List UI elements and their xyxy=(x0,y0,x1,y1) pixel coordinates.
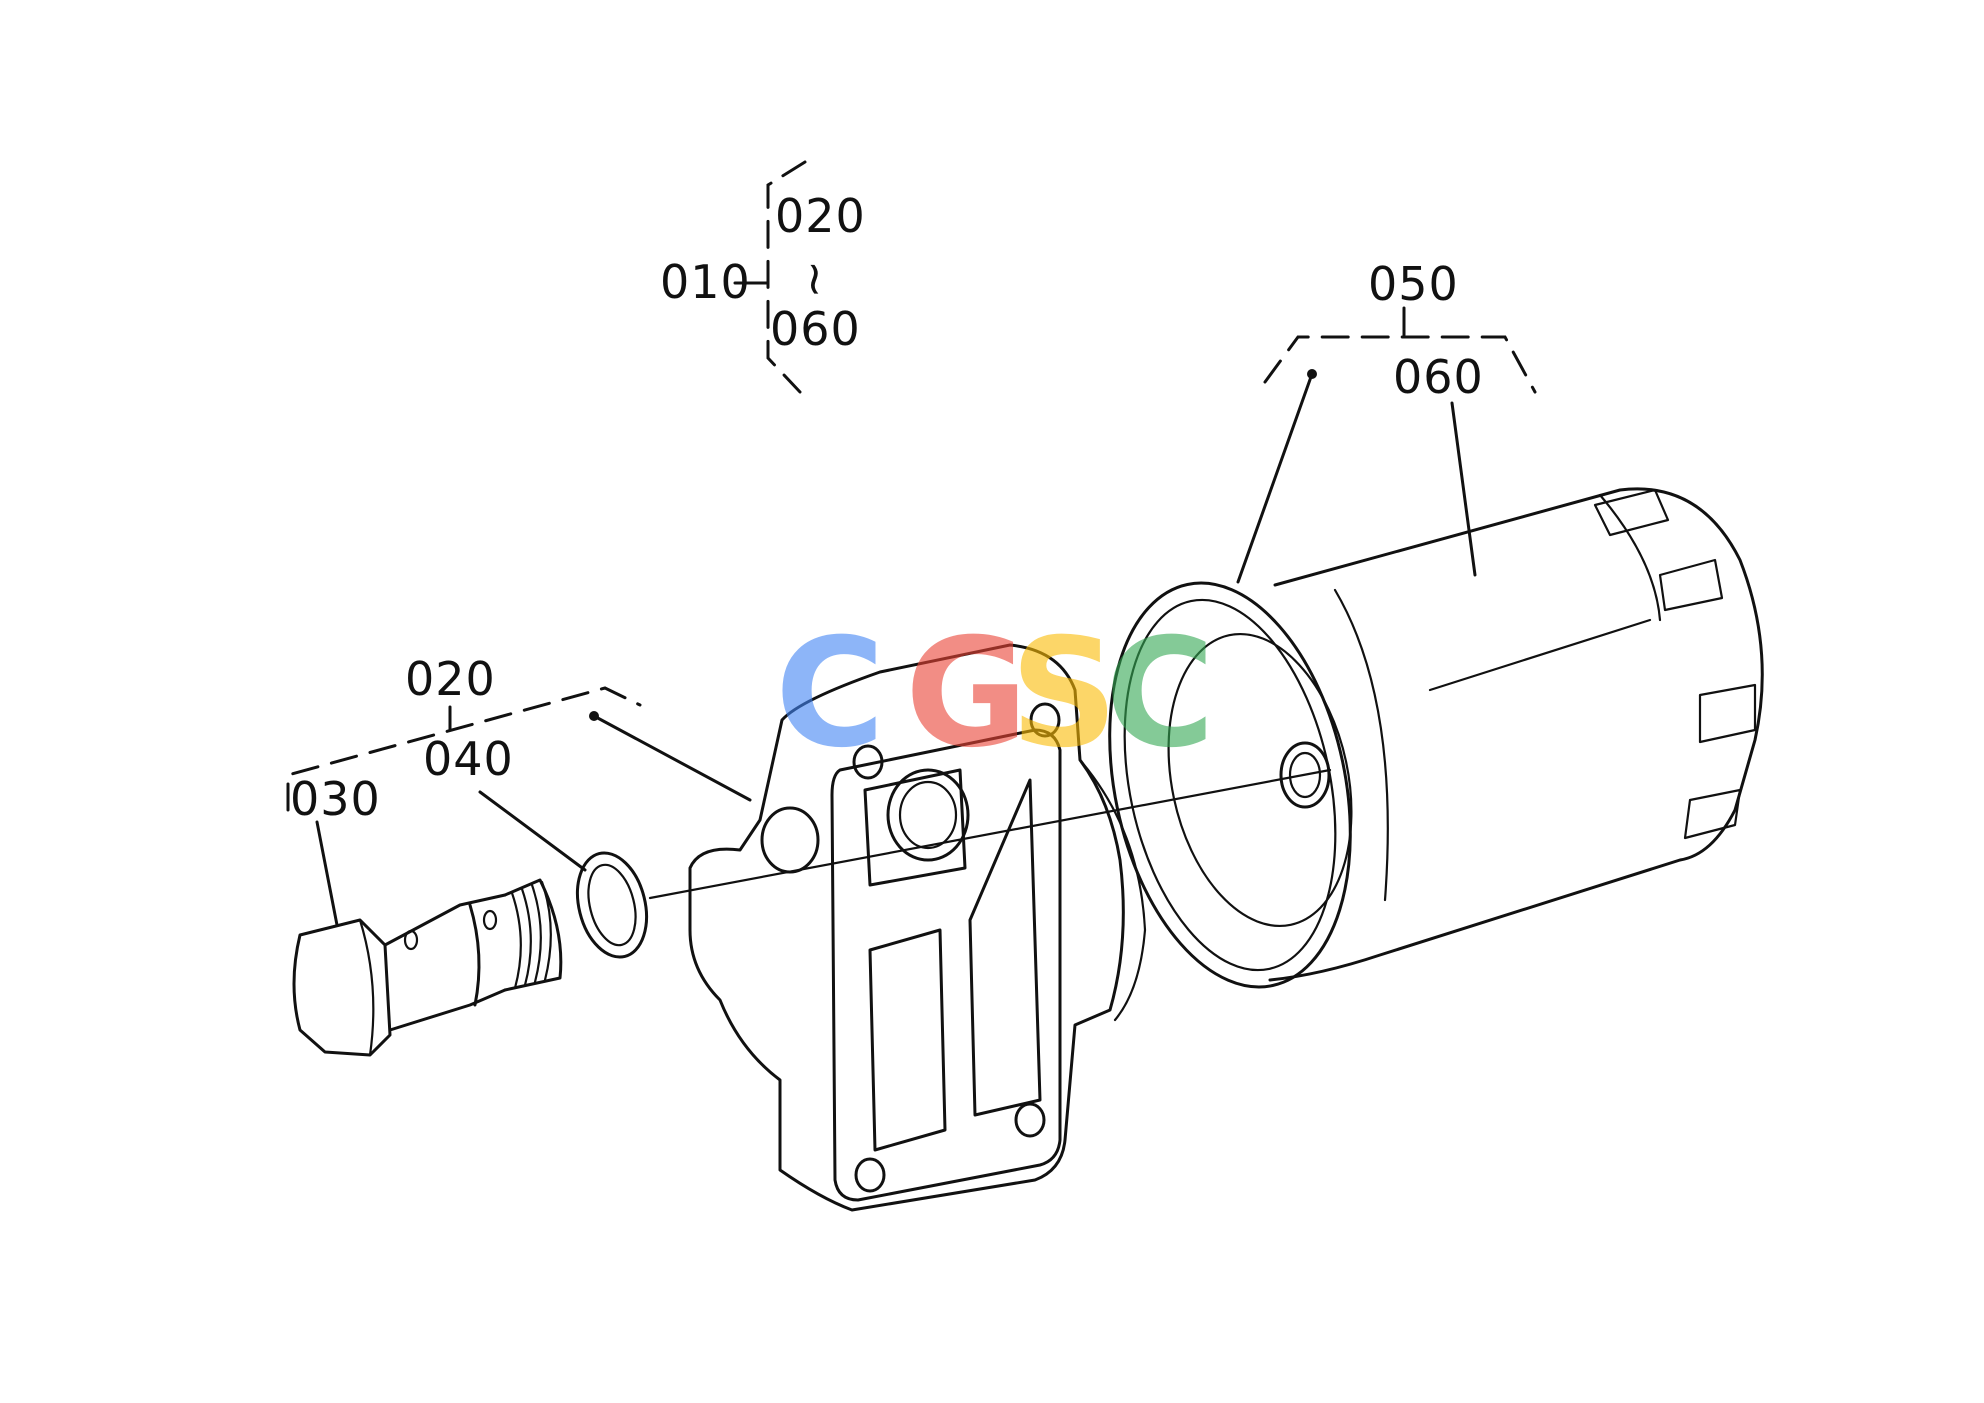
filter-cartridge xyxy=(1108,487,1764,989)
watermark-letter-s: S xyxy=(1010,607,1118,781)
label-020: 020 xyxy=(405,652,496,706)
watermark-letter-c2: C xyxy=(1105,607,1215,781)
watermark-logo: C G S C xyxy=(775,607,1215,781)
o-ring xyxy=(576,851,648,959)
label-range-tilde: ~ xyxy=(789,260,843,300)
label-040: 040 xyxy=(423,732,514,786)
label-030: 030 xyxy=(290,772,381,826)
watermark-letter-c1: C xyxy=(775,607,885,781)
watermark-letter-g: G xyxy=(905,607,1028,781)
label-020-top: 020 xyxy=(775,189,866,243)
filter-head xyxy=(688,643,1147,1212)
label-010: 010 xyxy=(660,255,751,309)
hollow-bolt xyxy=(292,878,563,1057)
bolt-callout: 020 030 040 xyxy=(286,652,752,927)
label-050: 050 xyxy=(1368,257,1459,311)
label-060: 060 xyxy=(1393,350,1484,404)
assembly-range-callout: 010 020 ~ 060 xyxy=(660,160,866,394)
cartridge-callout: 050 060 xyxy=(1236,257,1537,584)
label-060-top: 060 xyxy=(770,302,861,356)
